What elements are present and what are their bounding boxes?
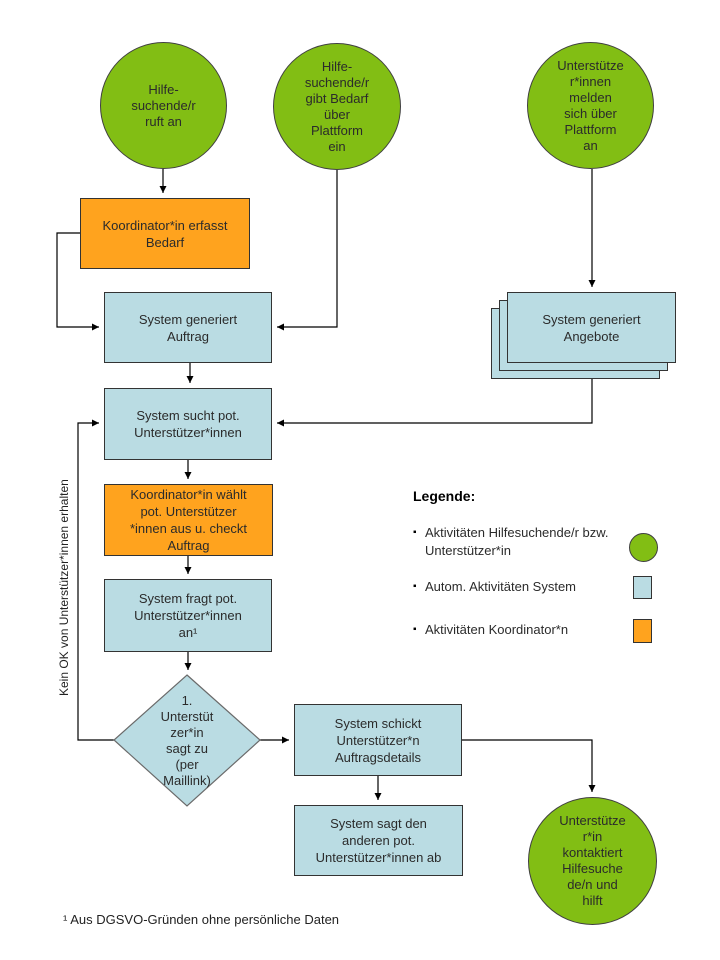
node-system-searches: System sucht pot. Unterstützer*innen <box>104 388 272 460</box>
node-system-asks: System fragt pot. Unterstützer*innen an¹ <box>104 579 272 652</box>
node-supporter-signup: Unterstütze r*innen melden sich über Pla… <box>527 42 654 169</box>
node-caller: Hilfe- suchende/r ruft an <box>100 42 227 169</box>
footnote: ¹ Aus DGSVO-Gründen ohne persönliche Dat… <box>63 912 340 927</box>
no-ok-edge-label: Kein OK von Unterstützer*innen erhalten <box>57 479 71 697</box>
node-platform-need: Hilfe- suchende/r gibt Bedarf über Platt… <box>273 43 401 170</box>
node-system-generates-offers: System generiert Angebote <box>507 292 676 363</box>
legend-orange-box-icon <box>633 619 652 643</box>
bullet-icon: ▪ <box>413 624 417 635</box>
legend-item-actors: ▪ Aktivitäten Hilfesuchende/r bzw. Unter… <box>413 524 638 560</box>
legend-item-label: Aktivitäten Hilfesuchende/r bzw. Unterst… <box>425 525 609 558</box>
node-system-sends-details: System schickt Unterstützer*n Auftragsde… <box>294 704 462 776</box>
legend-green-circle-icon <box>629 533 658 562</box>
legend-item-label: Autom. Aktivitäten System <box>425 579 577 594</box>
legend-blue-box-icon <box>633 576 652 599</box>
node-coordinator-selects: Koordinator*in wählt pot. Unterstützer *… <box>104 484 273 556</box>
legend-item-label: Aktivitäten Koordinator*n <box>425 622 569 637</box>
arrow-offers-to-search <box>277 379 593 427</box>
bullet-icon: ▪ <box>413 527 417 538</box>
node-system-generates-order: System generiert Auftrag <box>104 292 272 363</box>
legend-item-coordinator: ▪ Aktivitäten Koordinator*n <box>413 621 638 639</box>
node-system-cancels: System sagt den anderen pot. Unterstütze… <box>294 805 463 876</box>
arrow-platform-to-order <box>277 170 338 331</box>
legend-item-system: ▪ Autom. Aktivitäten System <box>413 578 638 596</box>
arrow-no-ok-loop <box>77 419 114 741</box>
node-coordinator-records: Koordinator*in erfasst Bedarf <box>80 198 250 269</box>
node-supporter-contacts: Unterstütze r*in kontaktiert Hilfesuche … <box>528 797 657 925</box>
bullet-icon: ▪ <box>413 581 417 592</box>
arrow-coordinator-to-order <box>56 232 99 331</box>
decision-diamond-shape <box>113 674 261 807</box>
legend-title: Legende: <box>413 488 476 504</box>
arrow-details-to-contact <box>462 739 596 792</box>
node-decision: 1. Unterstüt zer*in sagt zu (per Maillin… <box>160 693 214 788</box>
